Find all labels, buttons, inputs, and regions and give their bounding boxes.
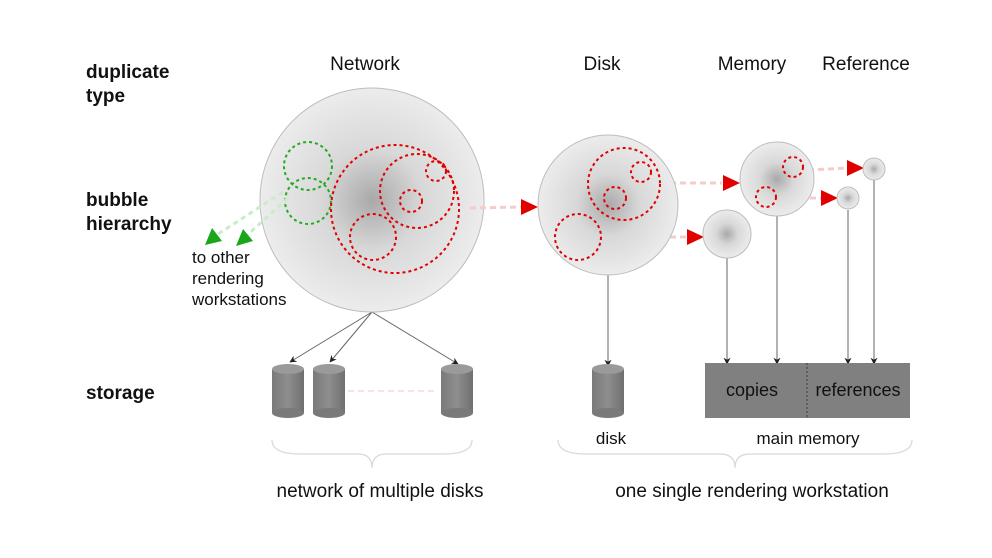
red-arrow-icon [723, 175, 740, 191]
references-label: references [815, 380, 900, 400]
workstation-group-brace [557, 439, 913, 469]
memory-bubble [739, 141, 815, 217]
network-bubble [259, 87, 485, 313]
column-label-reference: Reference [822, 54, 910, 75]
copies-label: copies [726, 380, 778, 400]
to-other-workstations-label: to other rendering workstations [191, 248, 286, 309]
disk-cylinder-icon [592, 364, 624, 418]
column-label-network: Network [330, 54, 400, 75]
network-group-label: network of multiple disks [277, 481, 484, 502]
reference-bubble [836, 186, 860, 210]
row-label-bubble-hierarchy: bubble hierarchy [86, 190, 172, 235]
reference-bubble [862, 157, 886, 181]
disk-label: disk [596, 429, 627, 448]
disk-cylinder-icon [272, 364, 304, 418]
red-arrow-icon [687, 229, 704, 245]
network-disks [272, 364, 473, 418]
column-label-memory: Memory [718, 54, 787, 75]
bubble-to-storage-links [289, 180, 878, 367]
red-arrow-icon [821, 190, 838, 206]
column-label-disk: Disk [584, 54, 621, 75]
disk-red-subbubbles [554, 147, 661, 261]
network-green-subbubbles [283, 141, 333, 225]
disk-cylinder-icon [441, 364, 473, 418]
memory-copy-bubble [702, 209, 752, 259]
row-label-storage: storage [86, 383, 155, 404]
disk-cylinder-icon [313, 364, 345, 418]
green-arrow-icon [236, 229, 253, 246]
main-memory-block [705, 363, 910, 418]
workstation-group-label: one single rendering workstation [615, 481, 889, 502]
memory-red-subbubbles [755, 156, 804, 208]
workstation-disk [592, 364, 624, 418]
network-red-subbubbles [330, 144, 460, 274]
row-label-duplicate-type: duplicate type [86, 62, 175, 107]
green-transfer-arrows [205, 190, 290, 246]
red-arrowheads [521, 160, 864, 245]
network-group-brace [271, 439, 473, 469]
green-arrow-icon [205, 228, 222, 245]
red-arrow-icon [521, 199, 538, 215]
disk-bubble [537, 134, 679, 276]
red-arrow-icon [847, 160, 864, 176]
main-memory-label: main memory [757, 429, 860, 448]
